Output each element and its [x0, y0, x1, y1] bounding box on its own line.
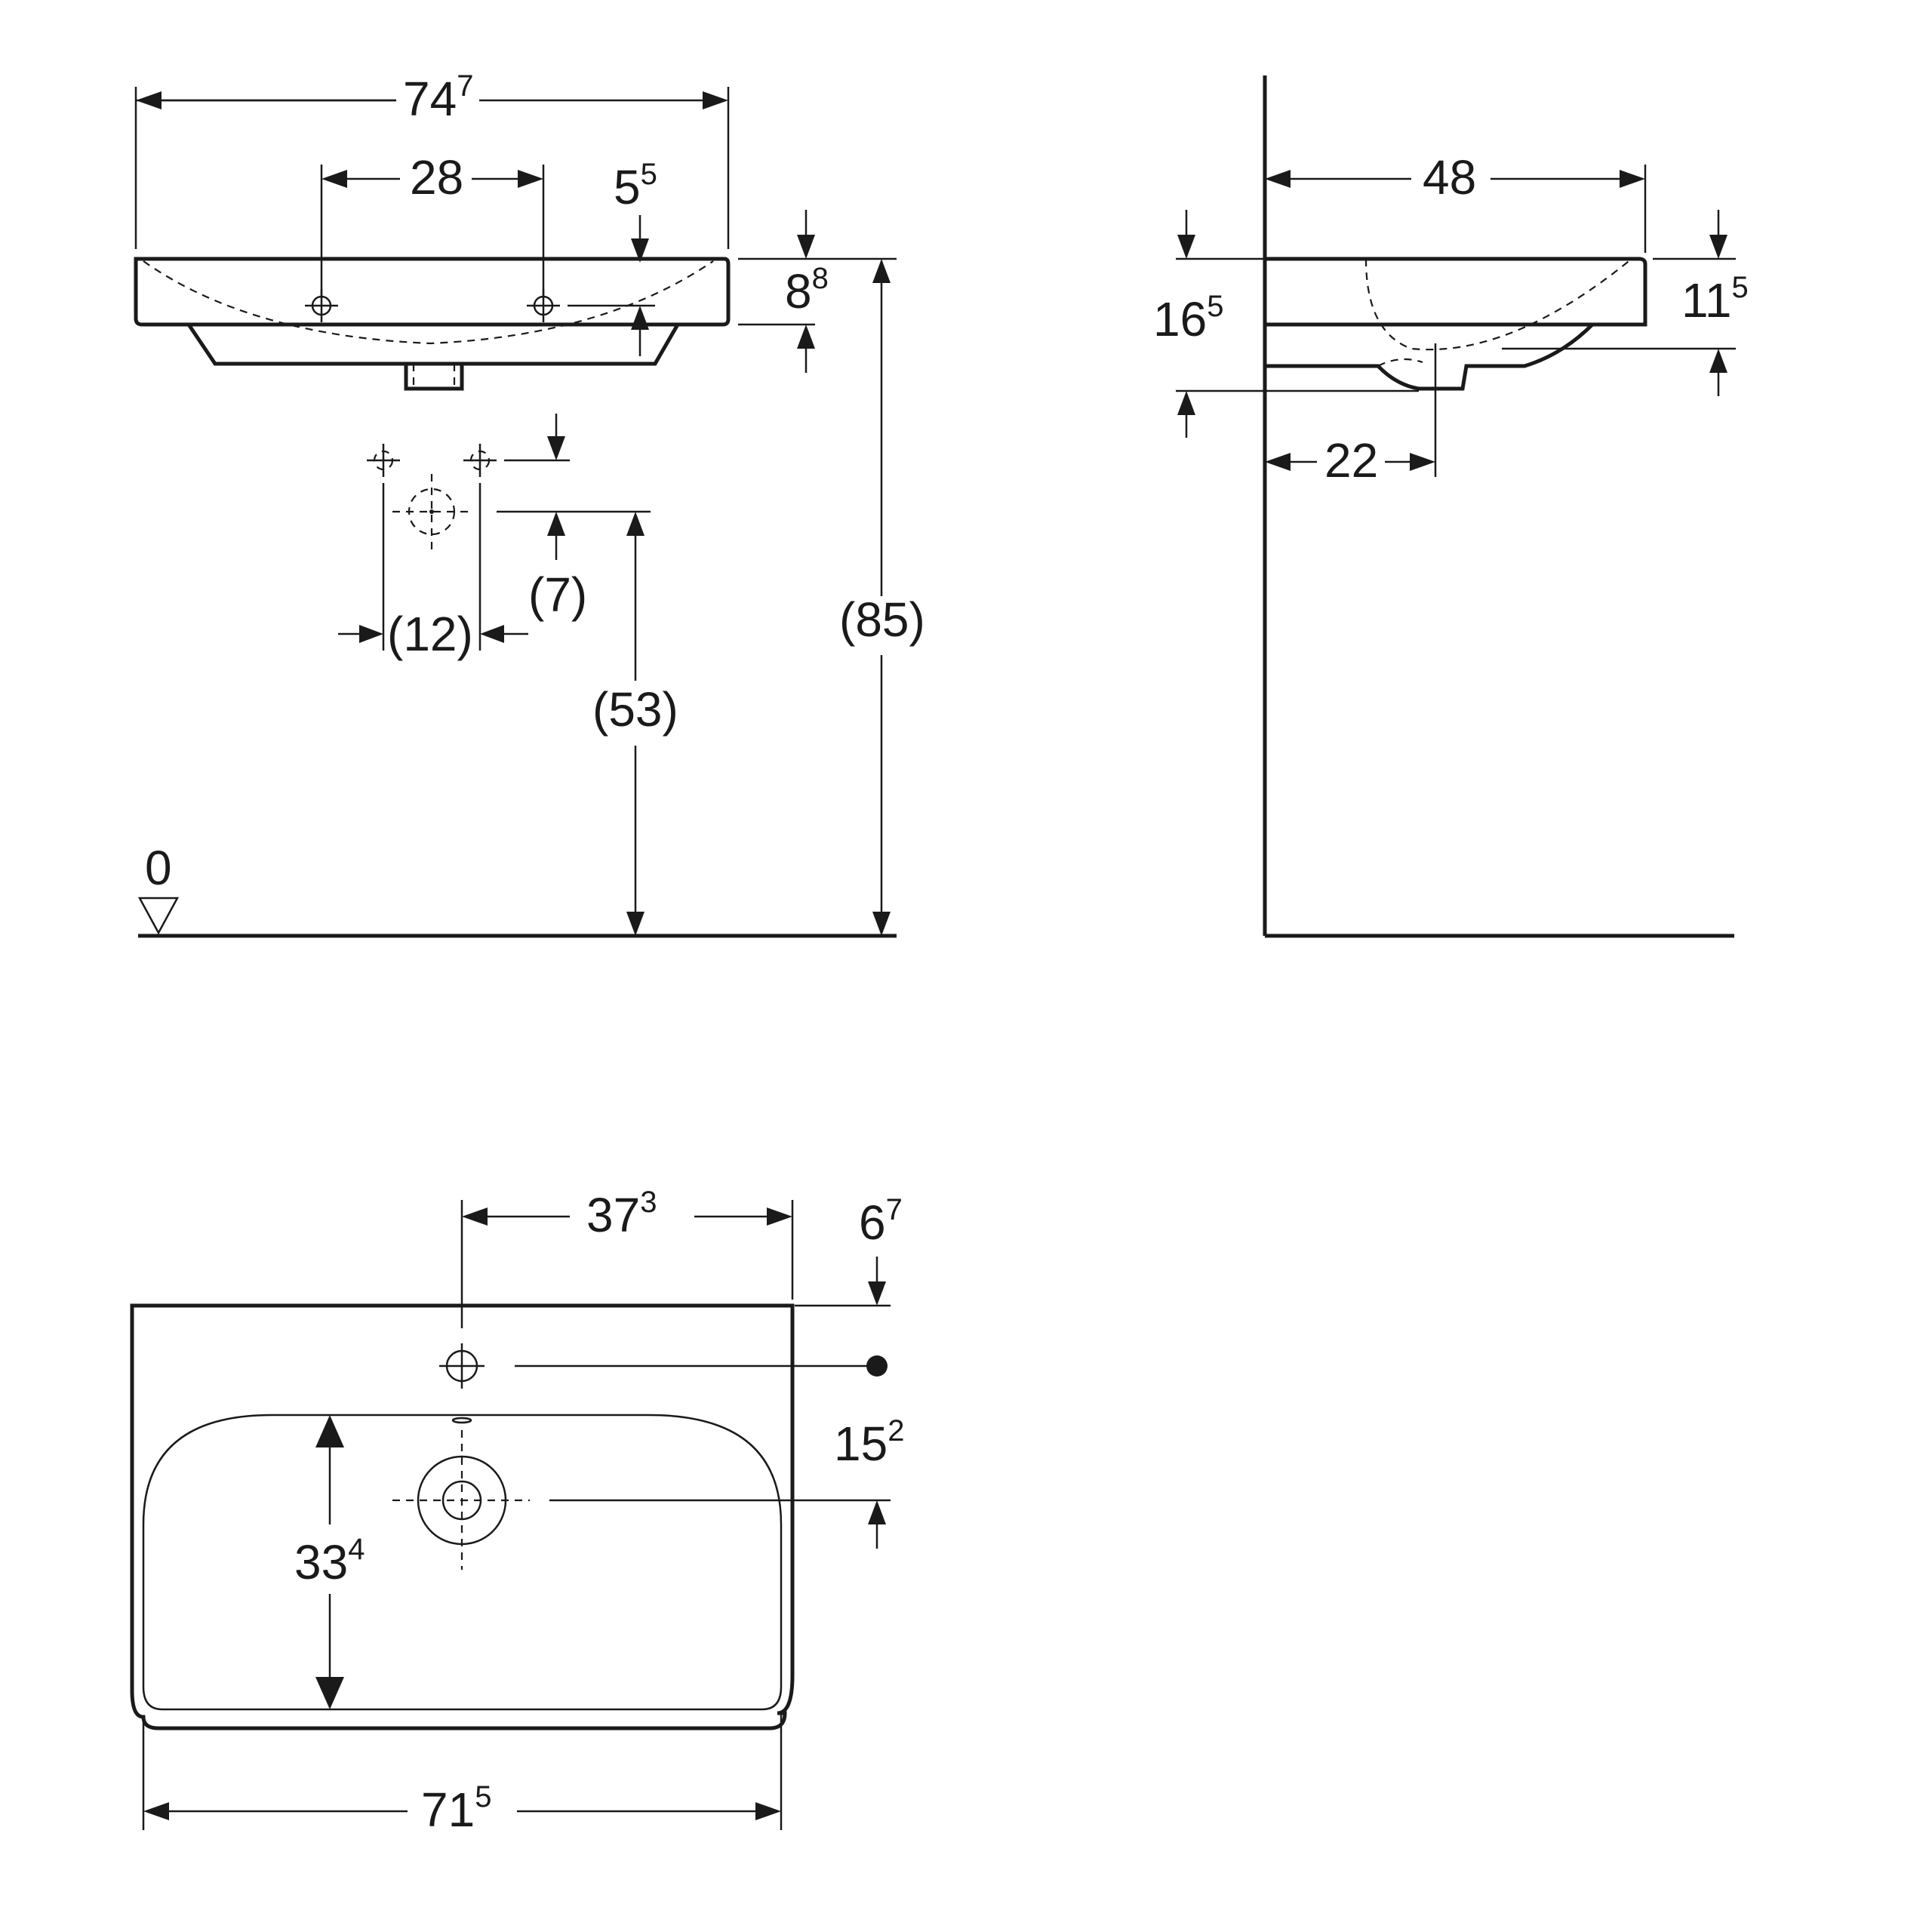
dim-side-bowl-height: 115: [1681, 271, 1749, 328]
dim-side-drain-distance: 22: [1324, 433, 1378, 488]
front-bowl-hidden: [143, 260, 714, 345]
side-view: 48 165 115 22: [1153, 75, 1749, 938]
dim-top-tap-hole-offset: 373: [586, 1186, 657, 1242]
top-bowl-outline: [142, 1414, 783, 1711]
dim-drain-height: (53): [592, 682, 678, 737]
dim-floor-level: 0: [145, 841, 172, 895]
supply-valve-left-icon: [367, 444, 400, 477]
supply-valve-right-icon: [463, 444, 497, 477]
front-basin-underside: [186, 323, 680, 366]
drain-connection-icon: [392, 474, 471, 551]
dim-supply-spacing: (12): [387, 607, 473, 661]
top-tap-hole-icon: [439, 1343, 485, 1389]
dim-overall-width: 747: [403, 69, 473, 126]
front-drain-outlet: [404, 364, 464, 391]
side-basin-outline: [1265, 257, 1647, 327]
floor-level-icon: [137, 897, 180, 935]
dim-supply-height-offset: (7): [528, 568, 587, 622]
dim-top-bowl-depth: 334: [294, 1533, 365, 1589]
front-basin-rim: [134, 257, 731, 327]
side-bowl-hidden: [1364, 258, 1632, 351]
overflow-icon: [451, 1417, 472, 1424]
dim-side-overall-height: 165: [1153, 290, 1223, 346]
dim-tap-hole-spacing: 28: [410, 150, 463, 205]
dim-total-height: (85): [839, 592, 925, 647]
dim-top-tap-hole-back: 67: [859, 1193, 903, 1250]
dim-top-drain-back: 152: [834, 1414, 904, 1471]
tap-axis-marker-icon: [866, 1355, 888, 1377]
dim-rim-offset: 55: [614, 158, 657, 214]
front-view: 747 28 55 88 (85): [134, 69, 925, 938]
dim-top-bowl-width: 715: [421, 1780, 491, 1837]
dim-rim-height: 88: [785, 262, 829, 318]
dim-side-depth: 48: [1423, 150, 1476, 205]
top-drain-icon: [392, 1430, 530, 1570]
top-view: 373 67 152 334 715: [130, 1186, 904, 1837]
top-basin-outline: [130, 1303, 795, 1730]
